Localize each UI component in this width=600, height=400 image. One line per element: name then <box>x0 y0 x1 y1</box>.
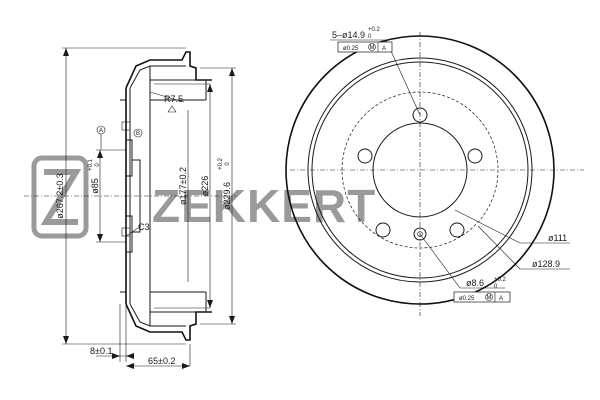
svg-text:A: A <box>499 296 503 302</box>
pcd-callout: ø111 <box>548 233 567 243</box>
fcf-bottom <box>453 291 511 303</box>
dim-outer-diameter: ø267.2±0.3 <box>55 173 65 218</box>
stud-hole-4 <box>449 222 465 238</box>
svg-text:0: 0 <box>494 284 498 290</box>
brand-wordmark: ZEKKERT <box>152 180 376 232</box>
chamfer-callout: C3 <box>138 222 150 232</box>
svg-text:M: M <box>487 295 492 301</box>
fcf-top <box>337 41 393 53</box>
svg-text:M: M <box>370 45 375 51</box>
drum-rim-bottom <box>129 303 186 327</box>
svg-text:+0.2: +0.2 <box>494 277 507 283</box>
holes-callout: 5–ø14.9 <box>332 30 365 40</box>
svg-text:A: A <box>382 46 386 52</box>
side-section-view: ø267.2±0.3 ø85 +0.1 0 A B R7.5 C3 ø177±0… <box>24 47 236 369</box>
pin-hole <box>413 227 427 241</box>
dim-thickness: 8±0.1 <box>90 346 112 356</box>
drum-inner-circle <box>307 57 533 283</box>
dim-226: ø226 <box>200 176 210 197</box>
svg-text:ø0.25: ø0.25 <box>343 46 359 52</box>
dim-177: ø177±0.2 <box>178 167 188 205</box>
datum-b-marker <box>133 128 143 138</box>
stud-hole-3 <box>375 222 391 238</box>
pin-hole-callout: ø8.6 <box>466 278 484 288</box>
zekkert-logo: ZEKKERT <box>31 155 376 239</box>
stud-hole-2 <box>357 148 373 164</box>
hub-flange-circle <box>341 91 499 249</box>
svg-text:+0.1: +0.1 <box>88 158 94 171</box>
svg-text:0: 0 <box>95 163 101 167</box>
svg-text:A: A <box>99 128 103 134</box>
svg-text:+0.2: +0.2 <box>368 27 381 33</box>
svg-text:+0.2: +0.2 <box>218 157 224 170</box>
drum-outline-bottom <box>125 303 212 341</box>
dim-bore-diameter: ø85 <box>90 178 100 194</box>
front-view: 5–ø14.9 +0.2 0 ø0.25 M A ø111 ø128.9 ø8.… <box>285 27 584 316</box>
radius-callout: R7.5 <box>164 94 183 104</box>
dia-128-callout: ø128.9 <box>532 259 560 269</box>
drum-rim-top <box>129 65 186 89</box>
stud-hole-1 <box>412 107 428 123</box>
svg-text:0: 0 <box>225 162 231 166</box>
dim-depth: 65±0.2 <box>148 356 175 366</box>
svg-text:0: 0 <box>368 34 372 40</box>
stud-hole-5 <box>467 148 483 164</box>
svg-text:ø0.25: ø0.25 <box>459 296 475 302</box>
svg-text:B: B <box>136 131 140 137</box>
drum-outer-circle <box>285 35 555 305</box>
drum-outline-top <box>125 51 212 89</box>
center-bore <box>372 122 468 218</box>
dim-inner-diameter: ø229.6 <box>222 182 232 210</box>
